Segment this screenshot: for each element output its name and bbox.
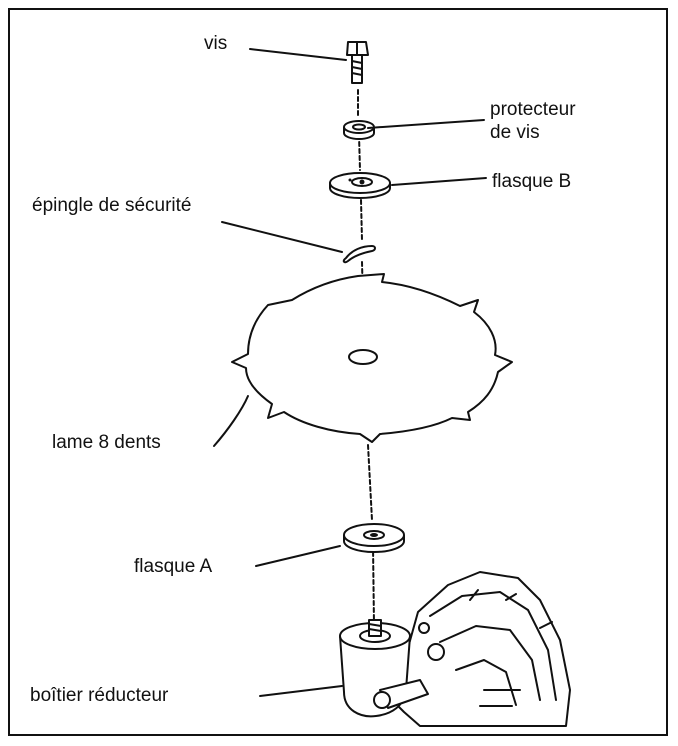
- leader-lines: [213, 48, 487, 697]
- label-screw-guard-line1: protecteur: [490, 99, 576, 120]
- label-screw: vis: [204, 33, 228, 54]
- gear-case-part: [339, 571, 571, 727]
- label-screw-guard-line2: de vis: [490, 122, 540, 143]
- label-gear-case: boîtier réducteur: [30, 685, 169, 706]
- blade-part: [231, 273, 513, 443]
- screw-guard-part: [343, 120, 375, 140]
- screw-part: [346, 41, 369, 84]
- label-blade: lame 8 dents: [52, 432, 161, 453]
- diagram-frame: [8, 8, 668, 736]
- safety-pin-part: [342, 245, 376, 264]
- label-flange-b: flasque B: [492, 171, 572, 192]
- label-safety-pin: épingle de sécurité: [32, 195, 192, 216]
- flange-b-part: [329, 172, 391, 199]
- label-flange-a: flasque A: [134, 556, 213, 577]
- flange-a-part: [343, 523, 405, 553]
